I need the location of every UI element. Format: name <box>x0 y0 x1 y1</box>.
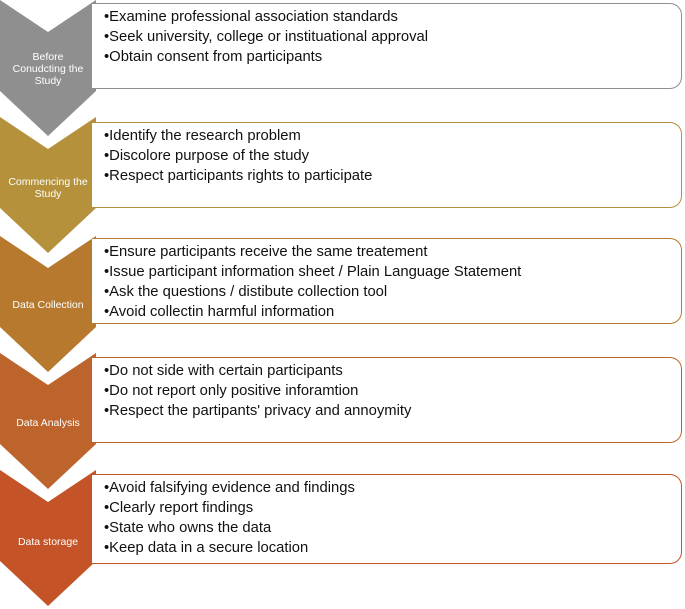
bullet-item: •Identify the research problem <box>104 128 301 144</box>
bullet-item: •Discolore purpose of the study <box>104 148 310 164</box>
stage-chevron-3 <box>0 236 96 372</box>
bullet-item: •Clearly report findings <box>104 500 254 516</box>
stage-label-line: Data Analysis <box>16 417 80 429</box>
stage-label-5: Data storage <box>18 536 78 548</box>
bullet-item: •Keep data in a secure location <box>104 540 309 556</box>
stage-content-box-4: •Do not side with certain participants •D… <box>92 357 682 443</box>
bullet-item: •Respect participants rights to particip… <box>104 168 373 184</box>
stage-label-4: Data Analysis <box>16 417 80 429</box>
bullet-item: •Obtain consent from participants <box>104 49 323 65</box>
stage-label-3: Data Collection <box>12 299 83 311</box>
stage-chevron-5 <box>0 470 96 606</box>
bullet-item: •Seek university, college or instituatio… <box>104 29 429 45</box>
stage-content-box-1: •Examine professional association standa… <box>92 3 682 89</box>
bullet-item: •Examine professional association standa… <box>104 9 398 25</box>
bullet-item: •Ask the questions / distibute collectio… <box>104 284 388 300</box>
stage-chevron-4 <box>0 353 96 489</box>
bullet-item: •Issue participant information sheet / P… <box>104 264 522 280</box>
stage-label-line: Data Collection <box>12 299 83 311</box>
bullet-item: •State who owns the data <box>104 520 272 536</box>
bullet-item: •Respect the partipants' privacy and ann… <box>104 403 412 419</box>
stage-content-box-2: •Identify the research problem •Discolore… <box>92 122 682 208</box>
stage-label-line: Study <box>35 75 63 87</box>
bullet-item: •Avoid collectin harmful information <box>104 304 335 320</box>
bullet-item: •Avoid falsifying evidence and findings <box>104 480 355 496</box>
bullet-item: •Do not report only positive inforamtion <box>104 383 359 399</box>
bullet-item: •Do not side with certain participants <box>104 363 343 379</box>
bullet-item: •Ensure participants receive the same tr… <box>104 244 428 260</box>
stage-label-line: Before <box>33 51 64 63</box>
stage-chevron-1 <box>0 0 96 136</box>
stage-label-line: Conudcting the <box>13 63 84 75</box>
stage-chevron-2 <box>0 117 96 253</box>
stage-content-box-5: •Avoid falsifying evidence and findings •… <box>92 474 682 564</box>
stage-label-line: Data storage <box>18 536 78 548</box>
stage-content-box-3: •Ensure participants receive the same tr… <box>92 238 682 324</box>
stage-label-line: Commencing the <box>8 176 88 188</box>
stage-label-line: Study <box>35 188 63 200</box>
